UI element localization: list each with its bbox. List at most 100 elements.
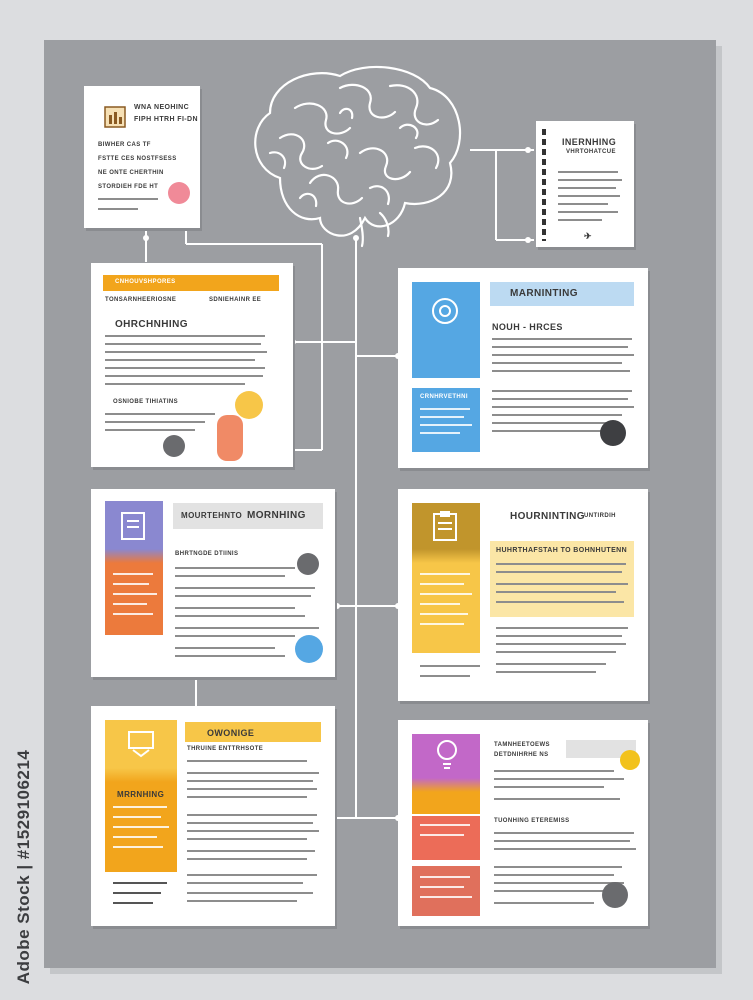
text-line: [494, 874, 614, 876]
text-line: [496, 671, 596, 673]
text-line: [113, 826, 169, 828]
card-subtitle: NOUH - HRCES: [492, 322, 563, 332]
stock-id-text: Adobe Stock | #1529106214: [14, 749, 33, 985]
stock-id-watermark: Adobe Stock | #1529106214: [12, 749, 36, 985]
card-mid-right: CRNHRVETHNI MARNINTING NOUH - HRCES: [398, 268, 648, 468]
text-line: [113, 892, 161, 894]
card-tag: UNTIRDIH: [584, 513, 616, 519]
card-title: OWONIGE: [207, 728, 255, 738]
text-line: [558, 179, 622, 181]
card-title: HOURNINTING: [510, 511, 585, 522]
text-line: [420, 834, 464, 836]
text-line: [420, 896, 472, 898]
text-line: [494, 890, 604, 892]
card-title: MARNINTING: [510, 288, 578, 299]
brain-icon: [254, 65, 462, 248]
text-line: [492, 414, 622, 416]
text-line: [187, 858, 307, 860]
text-line: [187, 788, 317, 790]
text-line: [98, 208, 138, 210]
text-line: [113, 806, 167, 808]
text-line: [187, 796, 307, 798]
text-line: [492, 422, 612, 424]
gradient-strip: [105, 768, 177, 782]
text-line: [187, 830, 319, 832]
coral-panel: [412, 866, 480, 916]
status-dot: [297, 553, 319, 575]
text-line: [113, 583, 149, 585]
text-line: [105, 429, 195, 431]
text-line: [496, 591, 616, 593]
purple-panel: [105, 501, 163, 557]
text-line: [113, 593, 157, 595]
text-line: [187, 838, 307, 840]
card-subtitle: BHRTNGDE DTIINIS: [175, 551, 239, 557]
band-label: CNHOUVSHPORES: [115, 279, 176, 285]
header-band: [103, 275, 279, 291]
text-line: [113, 816, 161, 818]
text-line: [494, 770, 614, 772]
text-line: [558, 211, 618, 213]
status-dot: [600, 420, 626, 446]
blue-panel: [412, 388, 480, 452]
card-subtitle: SDNIEHAINR EE: [209, 297, 262, 303]
blue-panel: [412, 282, 480, 378]
text-line: [420, 593, 472, 595]
title-band: [173, 503, 323, 529]
gradient-strip: [412, 549, 480, 563]
card-subtitle: DETDNIHRHE NS: [494, 752, 549, 758]
text-line: [175, 635, 295, 637]
text-line: [492, 406, 634, 408]
gradient-strip: [105, 549, 163, 563]
text-line: [492, 346, 628, 348]
text-line: [420, 623, 464, 625]
text-line: [187, 850, 315, 852]
pencil-icon: [128, 731, 154, 758]
text-line: [492, 370, 630, 372]
card-title: TAMNHEETOEWS: [494, 742, 550, 748]
card-bottom-left: MRRNHING OWONIGE THRUINE ENTTRHSOTE: [91, 706, 335, 926]
text-line: [175, 575, 285, 577]
text-line: [420, 408, 470, 410]
text-line: [492, 430, 602, 432]
text-line: [420, 675, 470, 677]
text-line: [558, 171, 618, 173]
card-mid-left: CNHOUVSHPORES TONSARNHEERIOSNE SDNIEHAIN…: [91, 263, 293, 467]
text-line: [492, 390, 632, 392]
text-line: [113, 613, 153, 615]
card-subtitle: VHRTOHATCUE: [566, 149, 616, 155]
orange-panel: [412, 792, 480, 814]
card-row3-left: MOURTEHNTO MORNHING BHRTNGDE DTIINIS: [91, 489, 335, 677]
card-subtitle: THRUINE ENTTRHSOTE: [187, 746, 264, 752]
text-line: [98, 198, 158, 200]
text-line: [175, 615, 305, 617]
section-label: OSNIOBE TIHIATINS: [113, 399, 179, 405]
text-line: [558, 219, 602, 221]
text-line: [494, 832, 634, 834]
text-line: [494, 882, 624, 884]
text-line: [187, 760, 307, 762]
text-line: [420, 603, 460, 605]
text-line: [113, 603, 147, 605]
text-line: [558, 187, 616, 189]
card-title: INERNHING: [562, 137, 617, 147]
text-line: [187, 882, 303, 884]
text-line: [175, 627, 319, 629]
text-line: [187, 874, 317, 876]
text-line: [420, 824, 470, 826]
text-line: [420, 416, 464, 418]
text-line: [494, 798, 620, 800]
text-line: [420, 573, 470, 575]
status-dot: [620, 750, 640, 770]
panel-label: CRNHRVETHNI: [420, 394, 468, 400]
card-row3-right: HOURNINTING UNTIRDIH HUHRTHAFSTAH TO BOH…: [398, 489, 648, 701]
text-line: [113, 902, 153, 904]
text-line: [187, 892, 313, 894]
text-line: [175, 587, 315, 589]
text-line: [558, 195, 620, 197]
title-band: [490, 282, 634, 306]
text-line: [187, 772, 319, 774]
side-strip: [542, 129, 546, 241]
text-line: [113, 846, 163, 848]
status-dot: [602, 882, 628, 908]
